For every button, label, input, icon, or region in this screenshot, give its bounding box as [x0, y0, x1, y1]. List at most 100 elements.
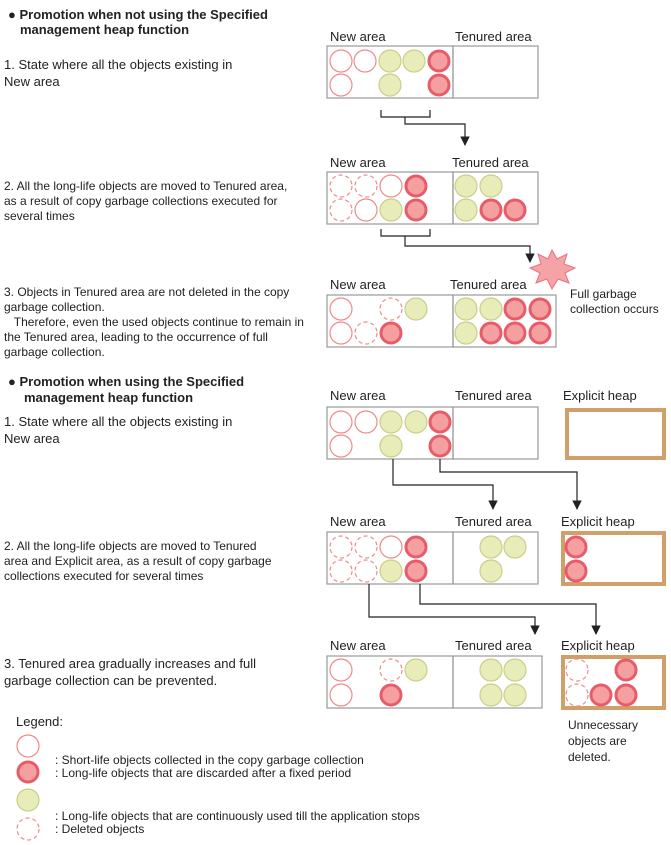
s2-step2-line3: collections executed for several times: [4, 569, 204, 583]
object-long-life-continuous: [378, 49, 402, 73]
object-deleted: [329, 174, 353, 198]
object-short-life: [329, 410, 353, 434]
object-deleted: [354, 559, 378, 583]
object-short-life: [329, 683, 353, 707]
s1-step3-line4: the Tenured area, leading to the occurre…: [4, 330, 268, 344]
object-deleted: [329, 198, 353, 222]
object-short-life: [329, 73, 353, 97]
object-long-life-continuous: [379, 198, 403, 222]
label-tenured-area: Tenured area: [455, 388, 532, 403]
explicit-heap-box: [561, 655, 666, 710]
legend-item-long-life-continuous: : Long-life objects that are continuousl…: [55, 809, 420, 823]
object-long-life-fixed: [564, 559, 588, 583]
object-deleted: [565, 658, 589, 682]
object-long-life-fixed: [404, 198, 428, 222]
object-long-life-continuous: [503, 535, 527, 559]
label-explicit-heap: Explicit heap: [561, 638, 635, 653]
s2-step2-line1: 2. All the long-life objects are moved t…: [4, 539, 257, 553]
object-short-life: [329, 434, 353, 458]
object-long-life-continuous: [404, 297, 428, 321]
object-deleted: [354, 535, 378, 559]
object-deleted: [379, 297, 403, 321]
object-long-life-fixed: [564, 535, 588, 559]
object-long-life-continuous: [479, 535, 503, 559]
connector-arrow: [368, 584, 540, 635]
object-long-life-continuous: [454, 198, 478, 222]
explicit-heap-box: [565, 408, 666, 460]
object-long-life-fixed: [479, 198, 503, 222]
label-new-area: New area: [330, 514, 386, 529]
label-new-area: New area: [330, 155, 386, 170]
section2-heading-line1: ● Promotion when using the Specified: [8, 374, 245, 389]
object-long-life-continuous: [454, 321, 478, 345]
connector-arrow: [380, 229, 530, 262]
object-short-life: [379, 535, 403, 559]
legend-item-long-life-fixed: : Long-life objects that are discarded a…: [55, 766, 352, 780]
object-long-life-fixed: [589, 683, 613, 707]
object-short-life: [379, 174, 403, 198]
connector-arrow: [392, 459, 498, 510]
legend-title: Legend:: [16, 714, 63, 729]
object-long-life-fixed: [379, 683, 403, 707]
object-long-life-continuous: [378, 73, 402, 97]
object-long-life-continuous: [479, 174, 503, 198]
connector-arrow: [419, 584, 601, 635]
object-long-life-continuous: [402, 49, 426, 73]
s1-step3-line2: garbage collection.: [4, 300, 105, 314]
full-gc-line2: collection occurs: [570, 302, 659, 316]
object-long-life-fixed: [614, 683, 638, 707]
object-long-life-fixed: [614, 658, 638, 682]
connector-arrow: [439, 459, 582, 510]
section1-heading-line2: management heap function: [20, 22, 190, 37]
tenured-area-box: [452, 655, 543, 709]
legend-long-life-fixed-icon: [16, 760, 40, 784]
object-long-life-continuous: [379, 559, 403, 583]
object-long-life-fixed: [404, 174, 428, 198]
tenured-area-box: [452, 45, 539, 99]
label-new-area: New area: [330, 277, 386, 292]
label-tenured-area: Tenured area: [455, 29, 532, 44]
object-short-life: [329, 297, 353, 321]
object-long-life-continuous: [379, 410, 403, 434]
object-long-life-fixed: [528, 297, 552, 321]
legend-item-deleted: : Deleted objects: [55, 822, 145, 836]
s1-step1-line2: New area: [4, 74, 60, 89]
label-new-area: New area: [330, 388, 386, 403]
object-long-life-continuous: [404, 658, 428, 682]
legend-short-life-icon: [16, 734, 40, 758]
object-long-life-continuous: [454, 174, 478, 198]
explicit-heap-box: [561, 531, 666, 586]
label-tenured-area: Tenured area: [450, 277, 527, 292]
object-long-life-fixed: [404, 559, 428, 583]
object-long-life-fixed: [379, 321, 403, 345]
object-short-life: [329, 321, 353, 345]
s2-step1-line1: 1. State where all the objects existing …: [4, 414, 233, 429]
object-long-life-fixed: [479, 321, 503, 345]
label-explicit-heap: Explicit heap: [561, 514, 635, 529]
tenured-area-box: [452, 171, 539, 225]
object-long-life-continuous: [479, 559, 503, 583]
object-long-life-fixed: [427, 73, 451, 97]
s2-step1-line2: New area: [4, 431, 60, 446]
legend-long-life-continuous-icon: [16, 788, 40, 812]
label-explicit-heap: Explicit heap: [563, 388, 637, 403]
s1-step3-line3: Therefore, even the used objects continu…: [4, 315, 304, 329]
object-long-life-fixed: [427, 49, 451, 73]
object-long-life-fixed: [404, 535, 428, 559]
s2-step3-line1: 3. Tenured area gradually increases and …: [4, 656, 256, 671]
object-deleted: [565, 683, 589, 707]
object-deleted: [379, 658, 403, 682]
object-short-life: [353, 49, 377, 73]
object-long-life-continuous: [454, 297, 478, 321]
object-deleted: [329, 535, 353, 559]
object-deleted: [354, 174, 378, 198]
object-short-life: [354, 198, 378, 222]
object-long-life-continuous: [479, 658, 503, 682]
object-deleted: [354, 321, 378, 345]
object-long-life-fixed: [503, 198, 527, 222]
full-gc-burst-icon: [528, 248, 577, 291]
label-tenured-area: Tenured area: [455, 638, 532, 653]
object-deleted: [329, 559, 353, 583]
s1-step3-line1: 3. Objects in Tenured area are not delet…: [4, 285, 290, 299]
